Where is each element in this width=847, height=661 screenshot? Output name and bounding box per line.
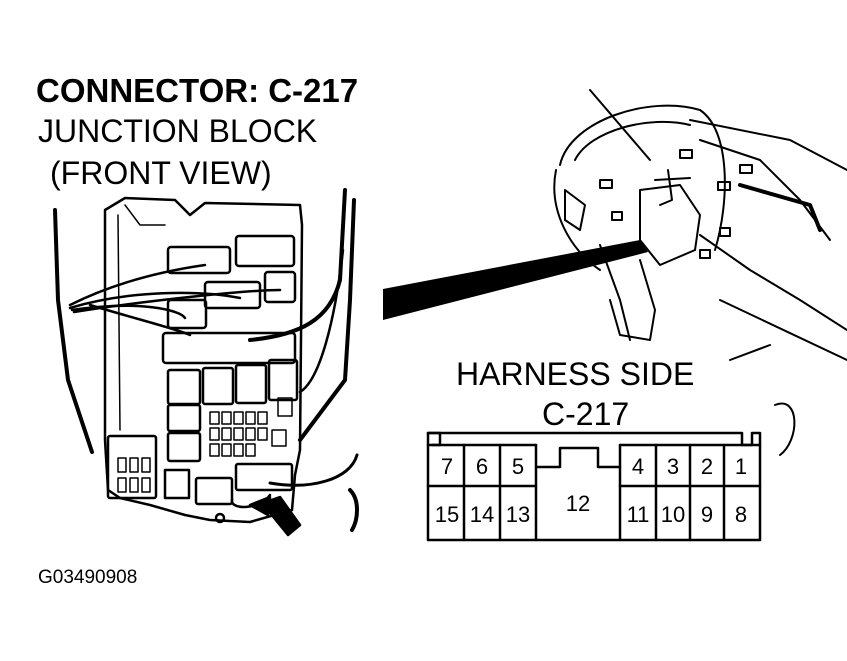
pin-15: 15 [435,502,459,527]
pin-11: 11 [627,502,650,527]
pin-7: 7 [441,454,453,479]
harness-side-label: HARNESS SIDE [456,356,695,392]
view-label: (FRONT VIEW) [50,155,272,191]
connector-title: CONNECTOR: C-217 [36,72,359,109]
pin-14: 14 [470,502,494,527]
pin-12: 12 [566,491,590,516]
pin-13: 13 [506,502,530,527]
dashboard-drawing [553,89,847,456]
pin-1: 1 [735,454,747,479]
pin-9: 9 [701,502,713,527]
junction-block-drawing [53,188,359,537]
pin-5: 5 [512,454,524,479]
harness-connector-face [426,431,762,542]
pin-4: 4 [632,454,644,479]
pin-10: 10 [661,502,685,527]
figure-id: G03490908 [38,567,138,588]
harness-connector-id: C-217 [542,396,630,432]
junction-block-label: JUNCTION BLOCK [38,113,318,149]
pin-8: 8 [735,502,747,527]
pin-2: 2 [701,454,713,479]
pin-labels: 7 6 5 4 3 2 1 12 15 14 13 11 10 9 8 [435,454,747,527]
pin-3: 3 [667,454,679,479]
callout-beam [383,240,648,320]
pin-6: 6 [476,454,488,479]
